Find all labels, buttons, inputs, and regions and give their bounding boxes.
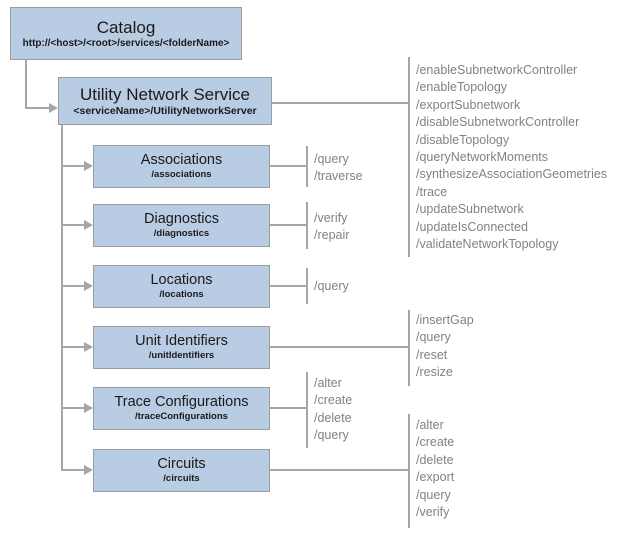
operation-item: /enableTopology [416, 80, 508, 95]
operation-item: /alter [416, 418, 444, 432]
node-path: /unitIdentifiers [148, 349, 215, 361]
node-associations: Associations /associations [93, 145, 270, 188]
node-locations: Locations /locations [93, 265, 270, 308]
connector-locations-operations [270, 285, 306, 287]
node-path: /associations [151, 168, 212, 180]
connector-unit-identifiers-operations [270, 346, 408, 348]
node-path: /traceConfigurations [135, 410, 228, 422]
operation-item: /updateIsConnected [416, 219, 528, 234]
arrow-right-icon [84, 161, 93, 171]
operation-item: /repair [314, 228, 350, 243]
arrow-right-icon [49, 103, 58, 113]
operation-item: /insertGap [416, 313, 474, 327]
connector-branch-associations [61, 165, 84, 167]
node-trace-configurations: Trace Configurations /traceConfiguration… [93, 387, 270, 430]
connector-diagnostics-operations [270, 224, 306, 226]
node-path: http://<host>/<root>/services/<folderNam… [22, 37, 230, 49]
operation-item: /validateNetworkTopology [416, 237, 559, 252]
operation-item: /verify [416, 505, 450, 520]
node-title: Trace Configurations [114, 394, 249, 411]
node-title: Unit Identifiers [135, 333, 228, 350]
operations-list-unit-identifiers: /insertGap /query /reset /resize [416, 312, 474, 382]
operation-item: /disableTopology [416, 132, 510, 147]
operations-bracket-diagnostics [306, 202, 308, 249]
operation-item: /synthesizeAssociationGeometries [416, 167, 608, 182]
connector-catalog-horizontal [25, 107, 51, 109]
node-title: Circuits [157, 456, 206, 473]
arrow-right-icon [84, 342, 93, 352]
node-title: Catalog [96, 17, 156, 37]
node-path: /diagnostics [153, 227, 210, 239]
operations-bracket-unit-identifiers [408, 310, 410, 386]
node-title: Locations [150, 272, 213, 289]
operations-list-associations: /query /traverse [314, 151, 363, 186]
arrow-right-icon [84, 465, 93, 475]
operation-item: /delete [314, 410, 352, 425]
operation-item: /query [314, 152, 349, 166]
operations-list-locations: /query [314, 278, 349, 295]
operation-item: /create [314, 393, 353, 408]
operations-bracket-associations [306, 146, 308, 187]
node-title: Utility Network Service [79, 84, 251, 104]
node-utility-network-service: Utility Network Service <serviceName>/Ut… [58, 77, 272, 125]
node-title: Associations [140, 152, 223, 169]
connector-service-operations [272, 102, 409, 104]
operation-item: /trace [416, 184, 448, 199]
operations-bracket-circuits [408, 414, 410, 528]
node-circuits: Circuits /circuits [93, 449, 270, 492]
operations-list-diagnostics: /verify /repair [314, 210, 349, 245]
operation-item: /exportSubnetwork [416, 97, 521, 112]
node-diagnostics: Diagnostics /diagnostics [93, 204, 270, 247]
node-unit-identifiers: Unit Identifiers /unitIdentifiers [93, 326, 270, 369]
node-path: /circuits [163, 472, 200, 484]
operation-item: /query [416, 330, 451, 345]
operation-item: /reset [416, 347, 448, 362]
node-path: /locations [159, 288, 204, 300]
connector-catalog-vertical [25, 60, 27, 108]
connector-trunk [61, 125, 63, 471]
arrow-right-icon [84, 403, 93, 413]
node-catalog: Catalog http://<host>/<root>/services/<f… [10, 7, 242, 60]
connector-trace-configurations-operations [270, 407, 306, 409]
operations-bracket-locations [306, 268, 308, 304]
operation-item: /updateSubnetwork [416, 202, 524, 217]
connector-branch-circuits [61, 469, 84, 471]
operation-item: /queryNetworkMoments [416, 150, 548, 165]
node-path: <serviceName>/UtilityNetworkServer [73, 104, 257, 117]
arrow-right-icon [84, 281, 93, 291]
operation-item: /disableSubnetworkController [416, 115, 580, 130]
operation-item: /traverse [314, 169, 363, 184]
operation-item: /export [416, 470, 455, 485]
node-title: Diagnostics [144, 211, 219, 228]
arrow-right-icon [84, 220, 93, 230]
operation-item: /delete [416, 452, 454, 467]
connector-circuits-operations [270, 469, 408, 471]
operation-item: /resize [416, 365, 453, 380]
connector-branch-locations [61, 285, 84, 287]
connector-branch-unit-identifiers [61, 346, 84, 348]
operation-item: /query [314, 279, 349, 293]
operation-item: /alter [314, 376, 342, 390]
operations-list-circuits: /alter /create /delete /export /query /v… [416, 417, 454, 521]
operation-item: /create [416, 435, 455, 450]
operations-list-trace-configurations: /alter /create /delete /query [314, 375, 352, 445]
operation-item: /query [314, 428, 349, 443]
operation-item: /query [416, 487, 451, 502]
connector-branch-diagnostics [61, 224, 84, 226]
operation-item: /enableSubnetworkController [416, 63, 578, 77]
connector-branch-trace-configurations [61, 407, 84, 409]
operations-list-service: /enableSubnetworkController /enableTopol… [416, 62, 607, 253]
connector-associations-operations [270, 165, 306, 167]
operations-bracket-service [408, 57, 410, 257]
operations-bracket-trace-configurations [306, 372, 308, 448]
operation-item: /verify [314, 211, 348, 225]
